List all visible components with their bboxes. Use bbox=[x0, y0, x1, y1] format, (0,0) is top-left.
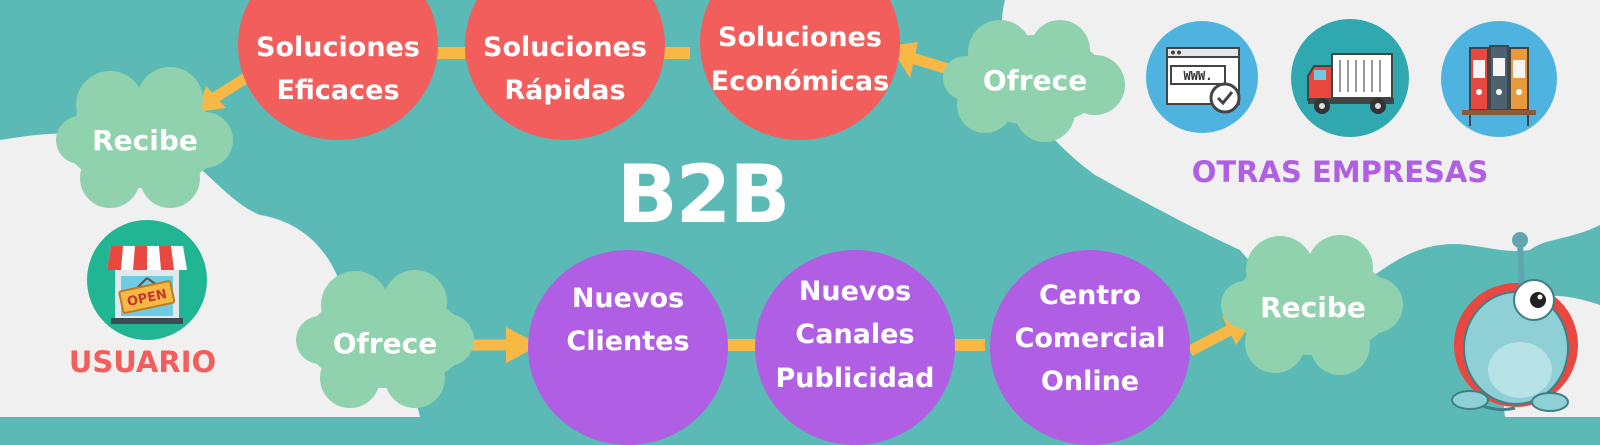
diagram-title: B2B bbox=[616, 148, 791, 241]
cloud-shape-recibe-right bbox=[1221, 235, 1403, 375]
cloud-ofrece-top: Ofrece bbox=[982, 63, 1088, 97]
node-nuevos-canales-publicidad: Nuevos Canales Publicidad bbox=[755, 250, 955, 445]
otras-empresas-label: OTRAS EMPRESAS bbox=[1191, 155, 1489, 189]
node-soluciones-economicas: Soluciones Económicas bbox=[700, 0, 900, 140]
node-centro-comercial-online: Centro Comercial Online bbox=[990, 250, 1190, 445]
usuario-label: USUARIO bbox=[68, 345, 217, 379]
www-text: WWW. bbox=[1184, 69, 1213, 83]
cloud-shape-recibe-left bbox=[56, 67, 233, 208]
frog-mascot-icon bbox=[1440, 230, 1590, 415]
cloud-shape-ofrece-top bbox=[943, 20, 1125, 142]
cloud-recibe-left: Recibe bbox=[92, 123, 198, 157]
website-icon: WWW. bbox=[1145, 20, 1260, 135]
store-open-icon: OPEN bbox=[85, 218, 210, 343]
arrow-eficaces-to-recibe bbox=[197, 73, 249, 112]
node-nuevos-clientes: Nuevos Clientes bbox=[528, 250, 728, 445]
cloud-shape-ofrece-bottom bbox=[296, 270, 474, 408]
binders-icon bbox=[1440, 20, 1558, 138]
delivery-truck-icon bbox=[1290, 18, 1410, 138]
cloud-recibe-right: Recibe bbox=[1260, 290, 1366, 324]
cloud-ofrece-bottom: Ofrece bbox=[332, 326, 438, 360]
